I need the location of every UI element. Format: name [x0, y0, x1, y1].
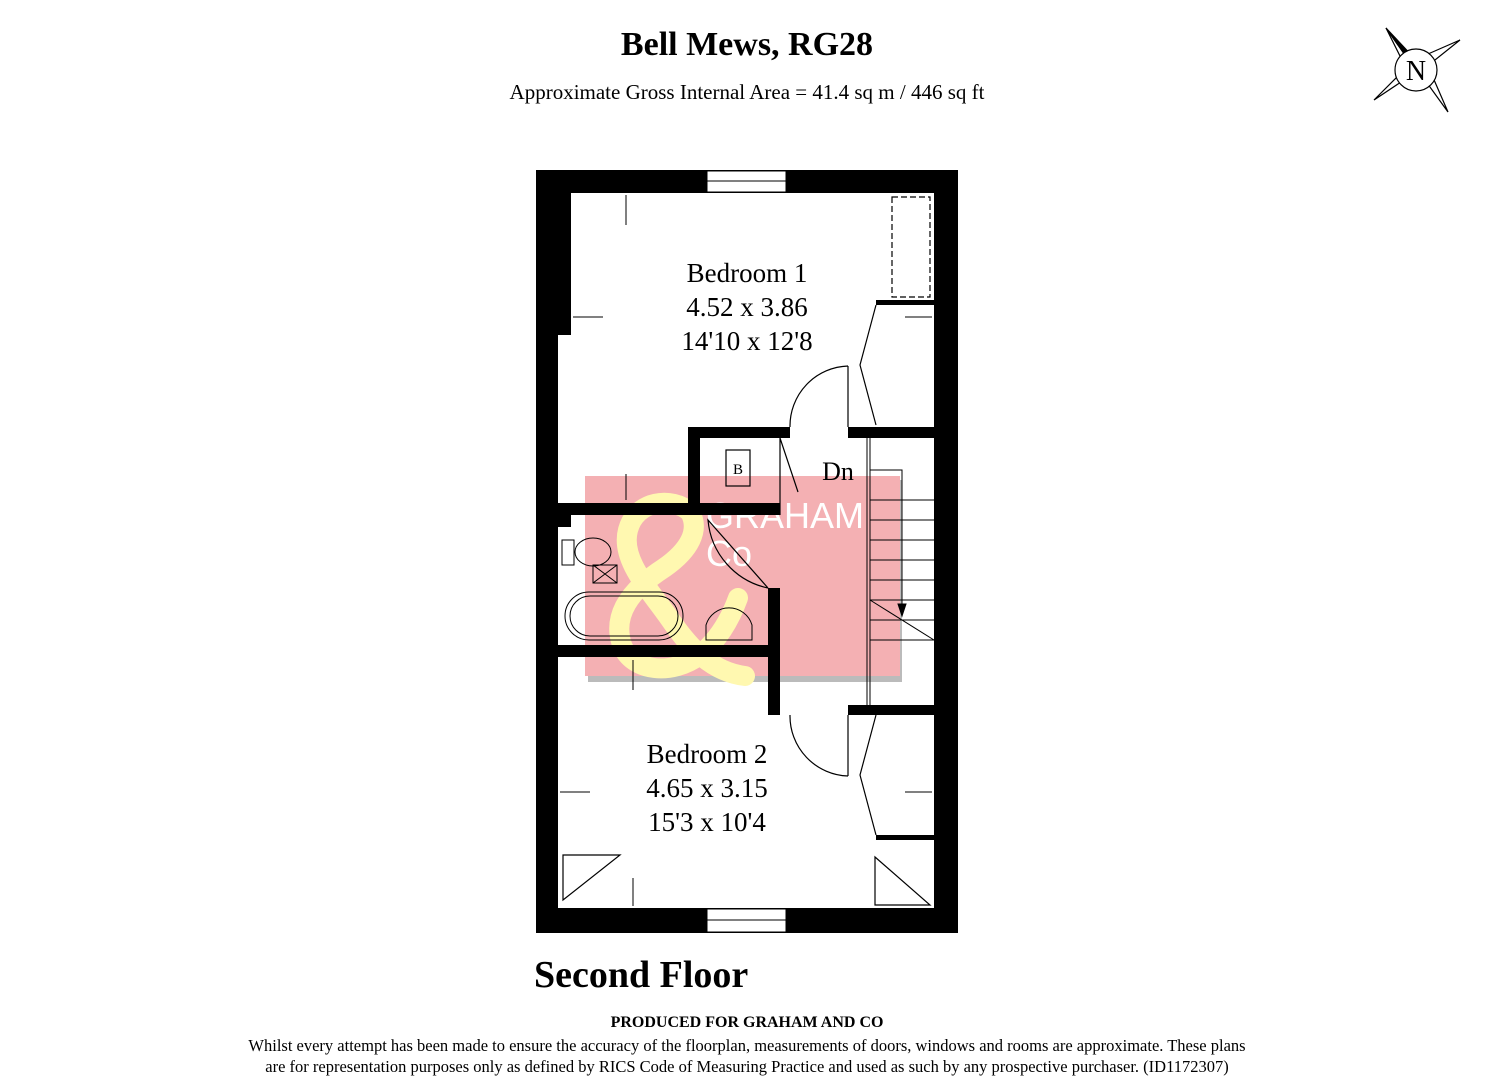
staircase[interactable]: [866, 438, 935, 705]
disclaimer-line-1: Whilst every attempt has been made to en…: [248, 1036, 1246, 1055]
disclaimer: Whilst every attempt has been made to en…: [0, 1035, 1494, 1077]
skylight-bedroom2-right: [874, 855, 932, 906]
bathroom-fixtures: [561, 537, 753, 641]
room-bedroom-2: Bedroom 2 4.65 x 3.15 15'3 x 10'4: [646, 739, 768, 837]
wardrobe-doors: [859, 304, 877, 836]
boiler-cupboard: [725, 449, 751, 487]
walls: [536, 170, 958, 933]
doors: [562, 196, 932, 906]
boiler-label: B: [733, 462, 743, 478]
room-bedroom-1: Bedroom 1 4.52 x 3.86 14'10 x 12'8: [681, 258, 812, 356]
bathroom-door: [707, 518, 769, 589]
floor-label: Second Floor: [534, 954, 749, 996]
room-dimensions-imperial: 14'10 x 12'8: [681, 326, 812, 356]
basin-icon: [705, 607, 753, 641]
stairs-direction-arrow: [870, 469, 903, 612]
window-top: [706, 170, 787, 193]
room-name: Bedroom 2: [647, 739, 768, 769]
watermark-text-co: Co: [706, 533, 752, 574]
room-dimensions-metric: 4.52 x 3.86: [686, 292, 808, 322]
compass-icon: N: [1373, 27, 1461, 113]
dimension-arrows: [560, 195, 932, 906]
produced-for: PRODUCED FOR GRAHAM AND CO: [610, 1014, 884, 1031]
cupboard-door: [779, 437, 799, 515]
watermark-text-graham: GRAHAM: [706, 495, 864, 536]
bath-icon: [564, 591, 684, 641]
stairs-down-label: Dn: [822, 457, 854, 486]
shower-drain-icon: [592, 564, 618, 584]
compass-label: N: [1406, 56, 1426, 87]
room-dimensions-metric: 4.65 x 3.15: [646, 773, 768, 803]
bedroom2-door: [789, 714, 849, 777]
window-bottom: [706, 908, 787, 933]
disclaimer-line-2: are for representation purposes only as …: [265, 1057, 1229, 1076]
skylight-bedroom2-left: [562, 854, 622, 902]
skylight-bedroom1: [891, 196, 931, 298]
room-dimensions-imperial: 15'3 x 10'4: [648, 807, 766, 837]
plan-area-subtitle: Approximate Gross Internal Area = 41.4 s…: [509, 80, 985, 104]
room-name: Bedroom 1: [687, 258, 808, 288]
plan-title: Bell Mews, RG28: [620, 26, 874, 63]
bedroom1-door: [789, 365, 849, 428]
